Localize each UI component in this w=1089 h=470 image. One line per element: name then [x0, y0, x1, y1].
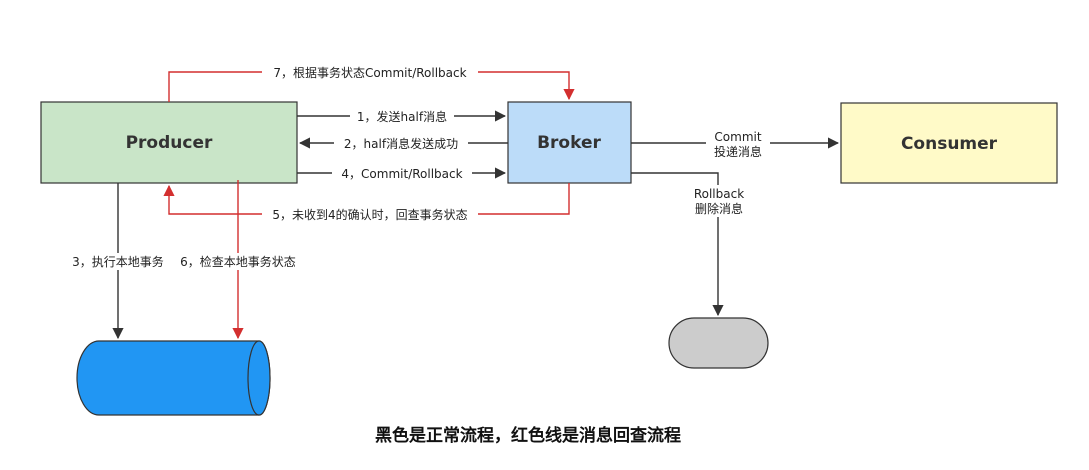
rollback-delete-label: 删除消息 [695, 201, 743, 216]
edge-commit-deliver: Commit 投递消息 [631, 128, 840, 160]
edge-rollback-delete: Rollback 删除消息 [631, 172, 750, 317]
edge-6-label: 6，检查本地事务状态 [180, 254, 296, 269]
commit-label: Commit [714, 130, 761, 144]
consumer-label: Consumer [901, 134, 998, 154]
commit-deliver-label: 投递消息 [714, 144, 762, 159]
broker-label: Broker [537, 133, 601, 153]
deleted-message-store [668, 317, 769, 369]
edge-5-check-back: 5，未收到4的确认时，回查事务状态 [163, 183, 570, 222]
edge-7-commit-rollback-by-status: 7，根据事务状态Commit/Rollback [168, 64, 575, 102]
edge-1-send-half: 1，发送half消息 [297, 108, 507, 124]
producer-label: Producer [126, 133, 213, 153]
edge-7-label: 7，根据事务状态Commit/Rollback [273, 65, 466, 80]
edge-5-label: 5，未收到4的确认时，回查事务状态 [272, 207, 467, 222]
rollback-label: Rollback [694, 187, 744, 201]
local-database-cylinder [76, 340, 271, 416]
edge-3-label: 3，执行本地事务 [72, 254, 164, 269]
edge-2-half-success: 2，half消息发送成功 [298, 135, 508, 151]
diagram-caption: 黑色是正常流程，红色线是消息回查流程 [375, 425, 681, 446]
edge-1-label: 1，发送half消息 [357, 109, 447, 124]
edge-4-label: 4，Commit/Rollback [341, 167, 462, 181]
edge-4-commit-rollback: 4，Commit/Rollback [297, 165, 507, 181]
producer-node: Producer [40, 101, 298, 184]
broker-node: Broker [507, 101, 632, 184]
consumer-node: Consumer [840, 102, 1058, 184]
edge-2-label: 2，half消息发送成功 [344, 136, 458, 151]
